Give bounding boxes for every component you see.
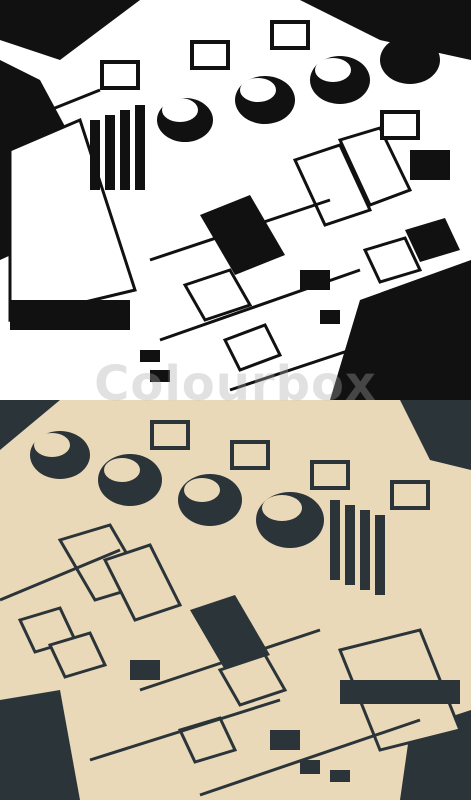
pcb-beige-svg (0, 400, 471, 800)
pcb-drawing-beige (0, 400, 471, 800)
pcb-illustration-beige (0, 400, 471, 800)
pcb-monochrome-svg (0, 0, 471, 400)
pcb-drawing-monochrome (0, 0, 471, 400)
pcb-illustration-monochrome (0, 0, 471, 400)
